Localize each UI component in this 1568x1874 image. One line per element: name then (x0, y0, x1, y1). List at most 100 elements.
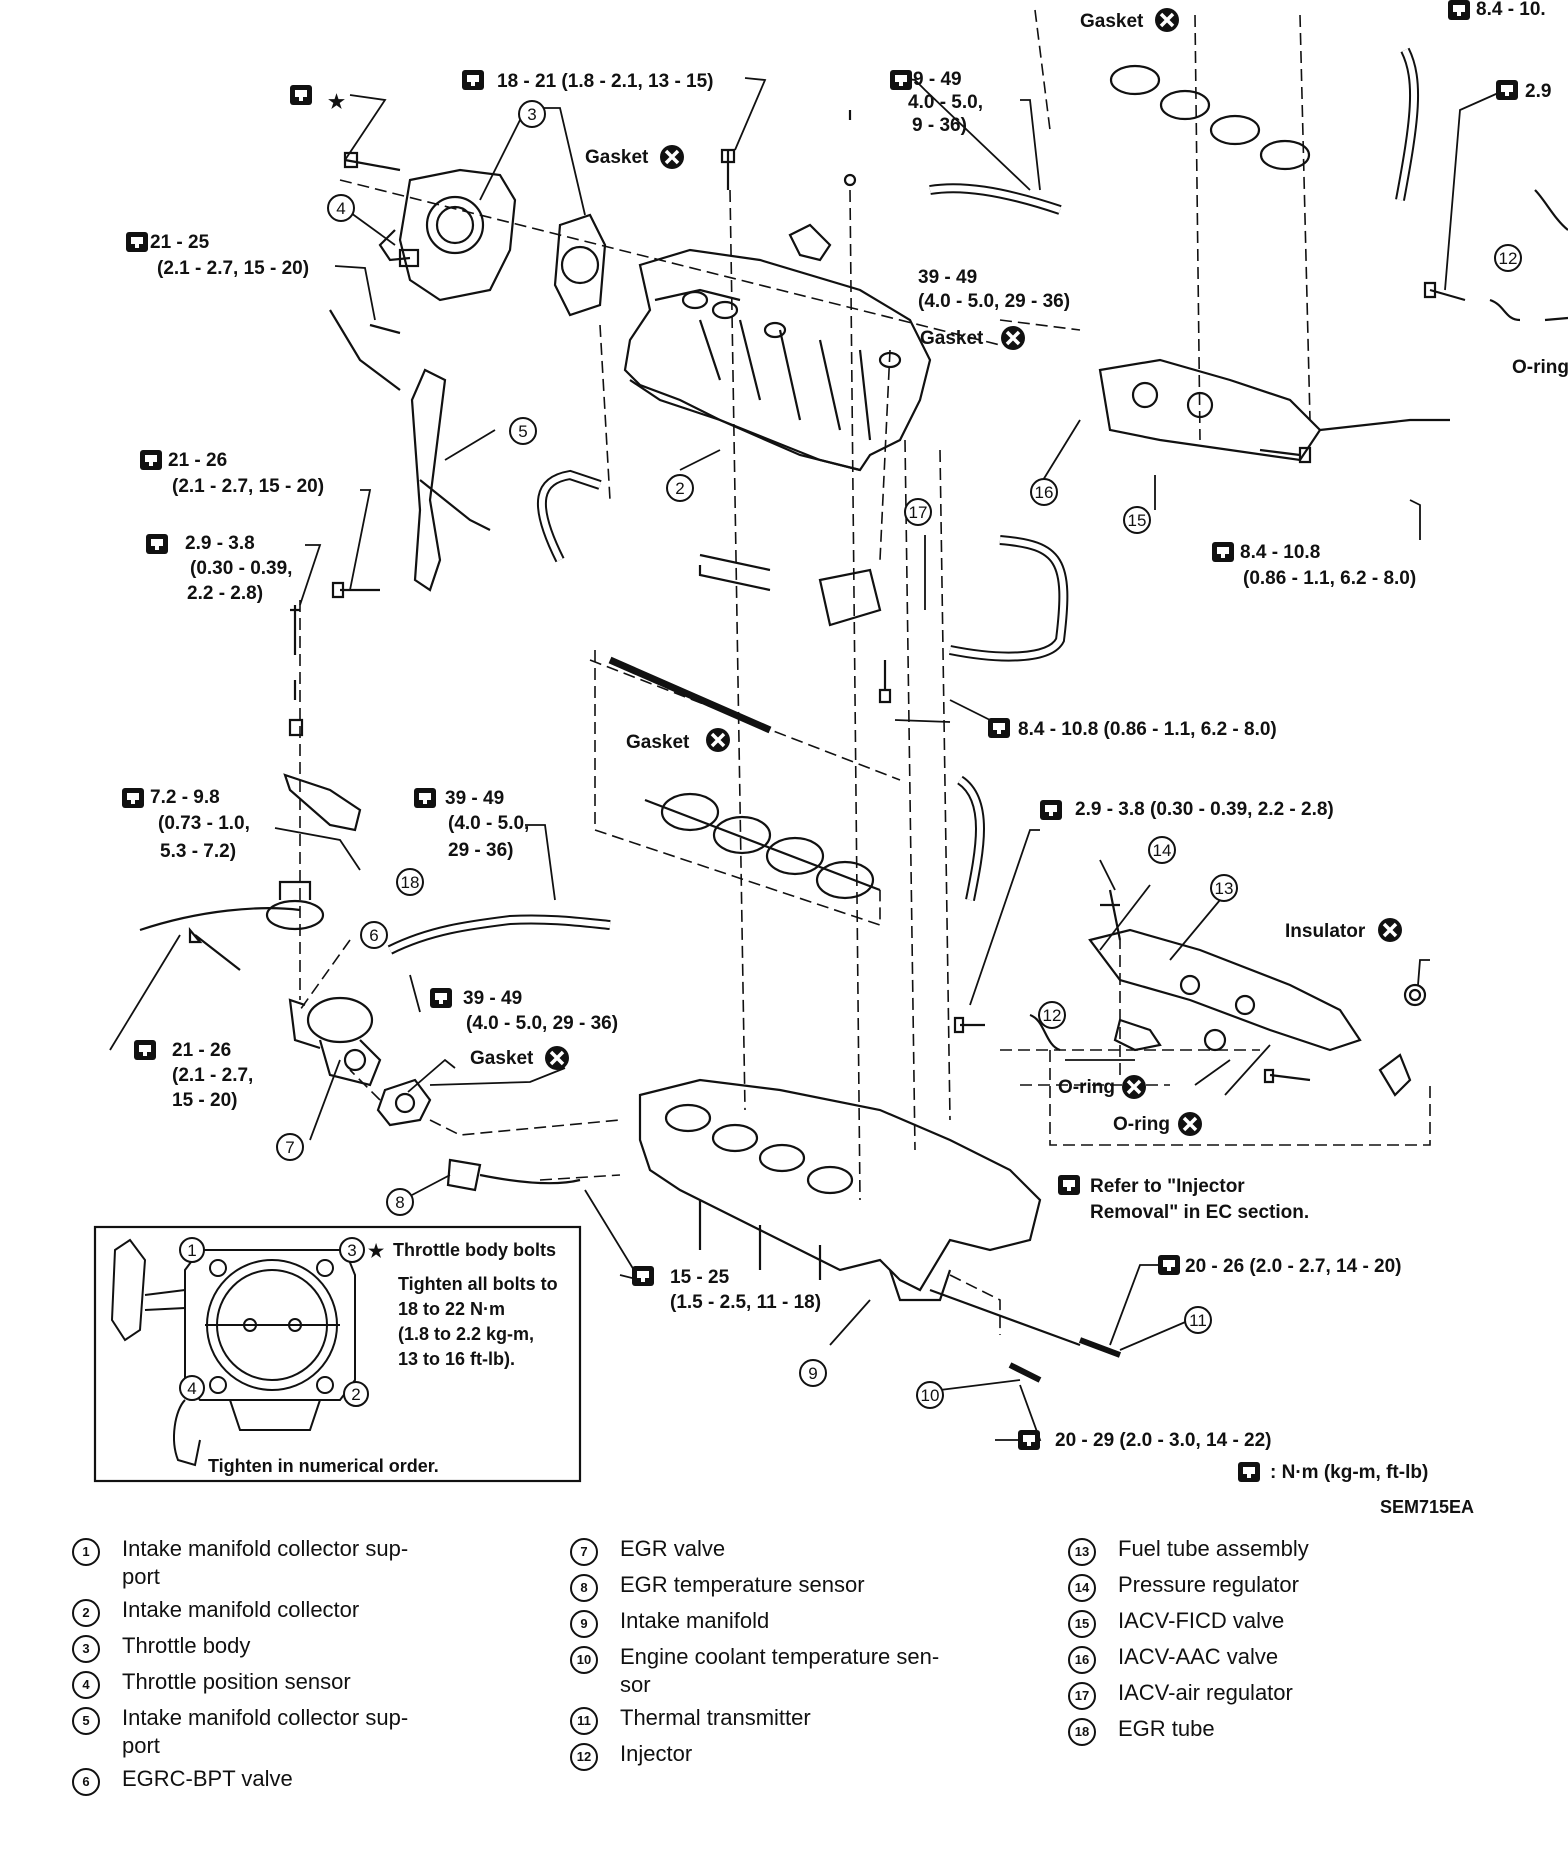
svg-text:15: 15 (1128, 511, 1147, 530)
oring-label-top: O-ring (1512, 357, 1568, 378)
inset-footer: Tighten in numerical order. (208, 1456, 439, 1476)
torque-t2c: 9 - 36) (912, 115, 967, 136)
inset-text-4: 13 to 16 ft-lb). (398, 1349, 515, 1369)
torque-t16: 20 - 29 (2.0 - 3.0, 14 - 22) (1055, 1430, 1272, 1451)
inset-text-1: Tighten all bolts to (398, 1274, 558, 1294)
intake-manifold-collector (623, 248, 932, 472)
torque-t6b: (0.30 - 0.39, (190, 558, 292, 579)
svg-text:2: 2 (351, 1385, 360, 1404)
torque-t12b: (4.0 - 5.0, 29 - 36) (466, 1013, 618, 1034)
inset-title: Throttle body bolts (393, 1240, 556, 1260)
collector-support-5 (410, 368, 447, 592)
iacv-air-regulator-drawing (818, 568, 882, 627)
svg-text:8: 8 (395, 1193, 404, 1212)
fuel-tube-assembly-drawing (1088, 889, 1362, 1052)
torque-t8: 8.4 - 10.8 (0.86 - 1.1, 6.2 - 8.0) (1018, 719, 1277, 740)
egr-bracket (283, 773, 362, 832)
torque-t17: 2.9 (1525, 81, 1551, 102)
coolant-temperature-sensor-drawing (1008, 1362, 1042, 1383)
unit-note: : N·m (kg-m, ft-lb) (1270, 1462, 1428, 1483)
injector-drawing (1113, 1018, 1162, 1052)
torque-t12a: 39 - 49 (463, 988, 522, 1009)
torque-t10a: 39 - 49 (445, 788, 504, 809)
gasket-label-4: Gasket (470, 1048, 534, 1069)
svg-text:18: 18 (401, 873, 420, 892)
figure-id: SEM715EA (1380, 1497, 1474, 1517)
oring-label-1: O-ring (1058, 1077, 1115, 1098)
torque-t13c: 15 - 20) (172, 1090, 237, 1111)
svg-text:4: 4 (336, 199, 345, 218)
svg-text:6: 6 (369, 926, 378, 945)
torque-t9b: (0.73 - 1.0, (158, 813, 250, 834)
torque-t9c: 5.3 - 7.2) (160, 841, 236, 862)
torque-t3b: (2.1 - 2.7, 15 - 20) (157, 258, 309, 279)
torque-t6a: 2.9 - 3.8 (185, 533, 255, 554)
svg-text:12: 12 (1499, 249, 1518, 268)
torque-t5a: 21 - 26 (168, 450, 227, 471)
intake-manifold-drawing (638, 1078, 1042, 1302)
inset-text-2: 18 to 22 N·m (398, 1299, 505, 1319)
torque-t6c: 2.2 - 2.8) (187, 583, 263, 604)
throttle-body-gasket (553, 213, 607, 317)
torque-t3a: 21 - 25 (150, 232, 210, 253)
svg-text:7: 7 (285, 1138, 294, 1157)
torque-t14a: 15 - 25 (670, 1267, 730, 1288)
svg-text:4: 4 (187, 1379, 196, 1398)
torque-t2b: 4.0 - 5.0, (908, 92, 983, 113)
svg-text:3: 3 (347, 1241, 356, 1260)
torque-t9a: 7.2 - 9.8 (150, 787, 220, 808)
iacv-ficd-valve-drawing (1098, 358, 1322, 462)
svg-text:17: 17 (909, 503, 928, 522)
svg-text:2: 2 (675, 479, 684, 498)
svg-text:1: 1 (187, 1241, 196, 1260)
gasket-label-2: Gasket (920, 328, 984, 349)
egrc-bpt-valve-drawing (265, 899, 325, 931)
refer-note-line1: Refer to "Injector (1090, 1176, 1245, 1197)
torque-t7b: (0.86 - 1.1, 6.2 - 8.0) (1243, 568, 1416, 589)
torque-t13a: 21 - 26 (172, 1040, 231, 1061)
svg-text:13: 13 (1215, 879, 1234, 898)
oring-label-2: O-ring (1113, 1114, 1170, 1135)
svg-text:14: 14 (1153, 841, 1172, 860)
gasket-label-3: Gasket (626, 732, 690, 753)
gasket-label-1: Gasket (585, 147, 649, 168)
svg-text:10: 10 (921, 1386, 940, 1405)
egr-temperature-sensor-drawing (446, 1158, 581, 1192)
torque-t10b: (4.0 - 5.0, (448, 813, 529, 834)
torque-t2a: 9 - 49 (913, 69, 962, 90)
svg-text:5: 5 (518, 422, 527, 441)
insulator-label: Insulator (1285, 921, 1366, 942)
torque-t4a: 39 - 49 (918, 267, 977, 288)
torque-t11: 2.9 - 3.8 (0.30 - 0.39, 2.2 - 2.8) (1075, 799, 1334, 820)
egr-valve-drawing (288, 996, 382, 1087)
gasket-label-top: Gasket (1080, 11, 1144, 32)
thermal-transmitter-drawing (1078, 1337, 1122, 1358)
refer-note-line2: Removal" in EC section. (1090, 1202, 1309, 1223)
upper-right-gasket (1109, 64, 1311, 171)
torque-t5b: (2.1 - 2.7, 15 - 20) (172, 476, 324, 497)
torque-t13b: (2.1 - 2.7, (172, 1065, 253, 1086)
